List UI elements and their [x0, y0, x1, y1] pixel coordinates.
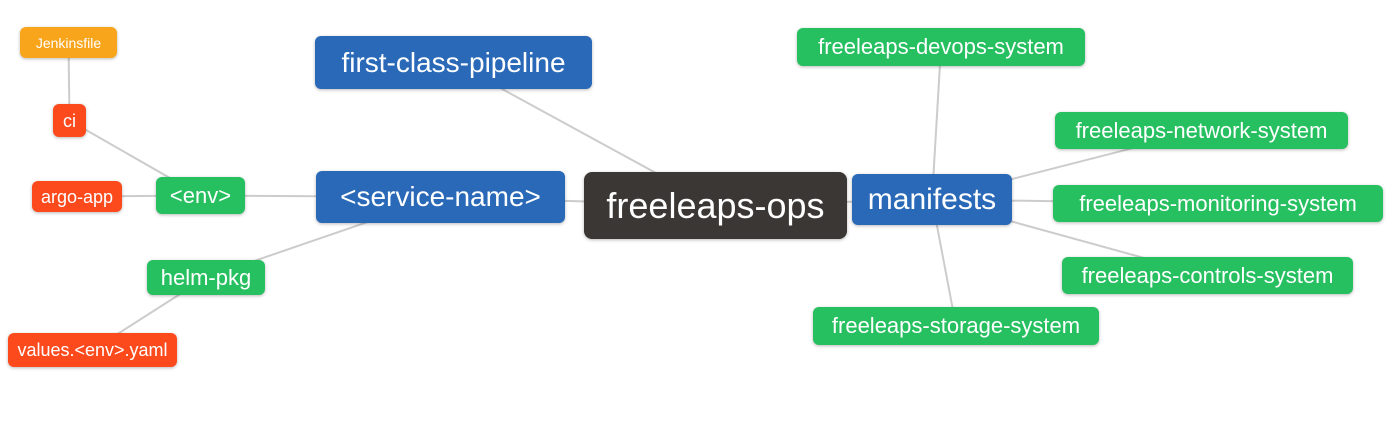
node-service-name[interactable]: <service-name> [316, 171, 565, 223]
node-network-system[interactable]: freeleaps-network-system [1055, 112, 1348, 149]
node-storage-system[interactable]: freeleaps-storage-system [813, 307, 1099, 345]
node-helm-pkg[interactable]: helm-pkg [147, 260, 265, 295]
node-ci[interactable]: ci [53, 104, 86, 137]
node-controls-system[interactable]: freeleaps-controls-system [1062, 257, 1353, 294]
node-jenkinsfile[interactable]: Jenkinsfile [20, 27, 117, 58]
node-monitoring-system[interactable]: freeleaps-monitoring-system [1053, 185, 1383, 222]
node-values-env-yaml[interactable]: values.<env>.yaml [8, 333, 177, 367]
node-freeleaps-ops[interactable]: freeleaps-ops [584, 172, 847, 239]
node-env[interactable]: <env> [156, 177, 245, 214]
node-first-class-pipeline[interactable]: first-class-pipeline [315, 36, 592, 89]
node-devops-system[interactable]: freeleaps-devops-system [797, 28, 1085, 66]
node-manifests[interactable]: manifests [852, 174, 1012, 225]
node-argo-app[interactable]: argo-app [32, 181, 122, 212]
